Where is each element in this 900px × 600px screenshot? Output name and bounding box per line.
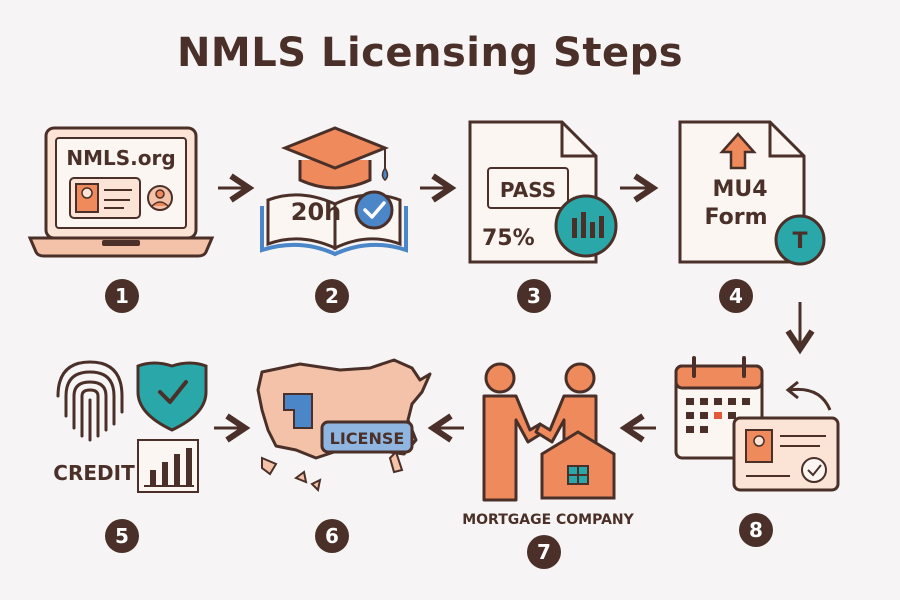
step-1-label: NMLS.org: [66, 146, 175, 170]
step-4-mu4-form-icon: MU4 Form T: [678, 120, 826, 266]
step-7-label: MORTGAGE COMPANY: [462, 512, 634, 528]
step-4-number-badge: 4: [719, 279, 753, 313]
step-3-score: 75%: [482, 226, 535, 251]
step-6-state-license-icon: [256, 358, 432, 493]
step-4-number: 4: [729, 284, 743, 308]
step-8-renewal-icon: [674, 356, 840, 492]
fingerprint-icon: [56, 360, 124, 442]
step-3-number: 3: [527, 284, 541, 308]
step-5-number-badge: 5: [105, 519, 139, 553]
step-4-badge: T: [792, 229, 807, 254]
page-title: NMLS Licensing Steps: [176, 30, 684, 76]
step-2-label: 20h: [291, 198, 341, 226]
step-7-mortgage-company-icon: [482, 362, 616, 502]
step-5-label: CREDIT: [53, 461, 135, 485]
step-3-number-badge: 3: [517, 279, 551, 313]
step-3-label: PASS: [500, 178, 556, 202]
step-4-label-line2: Form: [704, 205, 767, 230]
step-3-exam-document-icon: PASS 75%: [468, 120, 618, 264]
step-7-number-badge: 7: [527, 535, 561, 569]
step-1-laptop-icon: NMLS.org: [27, 126, 215, 258]
step-7-number: 7: [537, 540, 551, 564]
step-5-background-check-icon: [56, 360, 208, 493]
step-6-number: 6: [325, 524, 339, 548]
step-5-number: 5: [115, 524, 129, 548]
step-2-number: 2: [325, 284, 339, 308]
step-1-number: 1: [115, 284, 129, 308]
step-8-number-badge: 8: [739, 513, 773, 547]
step-6-number-badge: 6: [315, 519, 349, 553]
step-6-label: LICENSE: [330, 429, 405, 448]
step-4-label-line1: MU4: [712, 177, 767, 202]
step-2-number-badge: 2: [315, 279, 349, 313]
step-1-number-badge: 1: [105, 279, 139, 313]
step-2-education-icon: 20h: [260, 126, 408, 257]
step-8-number: 8: [749, 518, 763, 542]
